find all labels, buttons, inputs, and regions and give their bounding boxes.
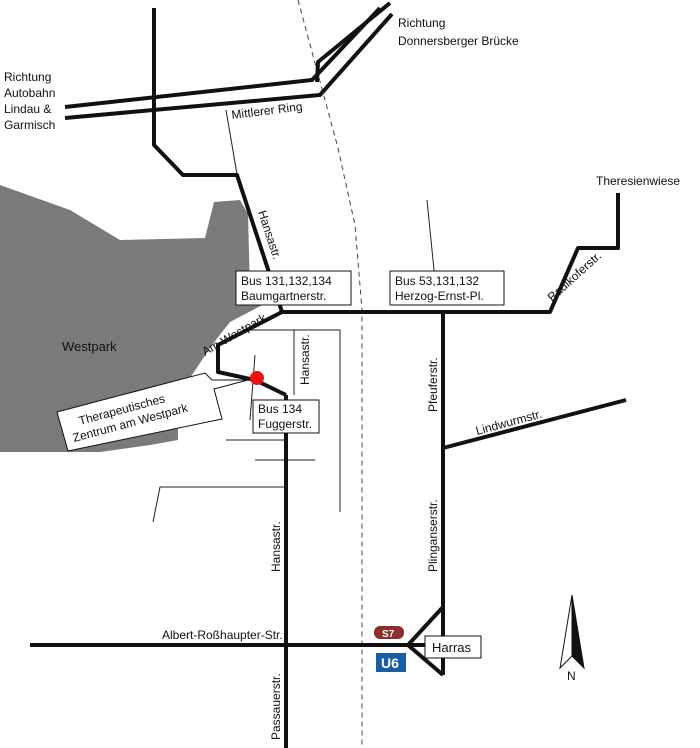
bus-stop-baumgartnerstr-lines: Bus 131,132,134	[241, 274, 332, 288]
bus-stop-herzog-lines: Bus 53,131,132	[395, 274, 479, 288]
destination-marker	[250, 371, 264, 385]
station-harras: Harras	[424, 635, 482, 659]
railway-line	[297, 0, 363, 748]
bus-stop-herzog-name: Herzog-Ernst-Pl.	[395, 289, 484, 303]
direction-autobahn-line4: Garmisch	[4, 118, 55, 132]
station-harras-label: Harras	[432, 640, 472, 655]
street-label-hansastr-south: Hansastr.	[269, 521, 283, 572]
direction-theresienwiese: Theresienwiese	[596, 174, 680, 188]
street-label-hansastr-north: Hansastr.	[255, 209, 284, 262]
s-bahn-badge-label: S7	[382, 629, 395, 640]
street-label-albert-rosshaupter: Albert-Roßhaupter-Str.	[162, 628, 283, 642]
north-arrow: N	[559, 594, 585, 683]
bus-stop-herzog-ernst-pl: Bus 53,131,132 Herzog-Ernst-Pl.	[389, 270, 505, 306]
bus-stop-fuggerstr-name: Fuggerstr.	[258, 417, 312, 431]
north-arrow-right-half	[571, 594, 585, 670]
street-label-hansastr-mid: Hansastr.	[298, 334, 312, 385]
direction-donnersberger-line2: Donnersberger Brücke	[398, 34, 519, 48]
street-label-passauerstr: Passauerstr.	[269, 673, 283, 740]
street-label-plinganserstr: Plinganserstr.	[426, 499, 440, 572]
north-arrow-label: N	[567, 669, 576, 683]
bus-stop-baumgartnerstr-name: Baumgartnerstr.	[241, 289, 326, 303]
area-label-westpark: Westpark	[62, 339, 117, 354]
u-bahn-badge: U6	[376, 653, 406, 672]
bus-stop-fuggerstr-lines: Bus 134	[258, 402, 302, 416]
north-arrow-left-half	[559, 594, 573, 670]
direction-autobahn-line3: Lindau &	[4, 102, 51, 116]
s-bahn-badge: S7	[374, 626, 404, 640]
mittlerer-ring	[64, 6, 394, 120]
direction-autobahn-line1: Richtung	[4, 70, 51, 84]
bus-stop-baumgartnerstr: Bus 131,132,134 Baumgartnerstr.	[235, 270, 352, 306]
street-label-lindwurmstr: Lindwurmstr.	[474, 407, 543, 438]
bus-stop-fuggerstr: Bus 134 Fuggerstr.	[252, 399, 320, 434]
direction-donnersberger-line1: Richtung	[398, 16, 445, 30]
westpark-area	[0, 185, 268, 452]
u-bahn-badge-label: U6	[381, 655, 399, 671]
street-label-pfeuferstr: Pfeuferstr.	[426, 357, 440, 412]
direction-autobahn-line2: Autobahn	[4, 86, 55, 100]
minor-streets	[152, 109, 438, 523]
